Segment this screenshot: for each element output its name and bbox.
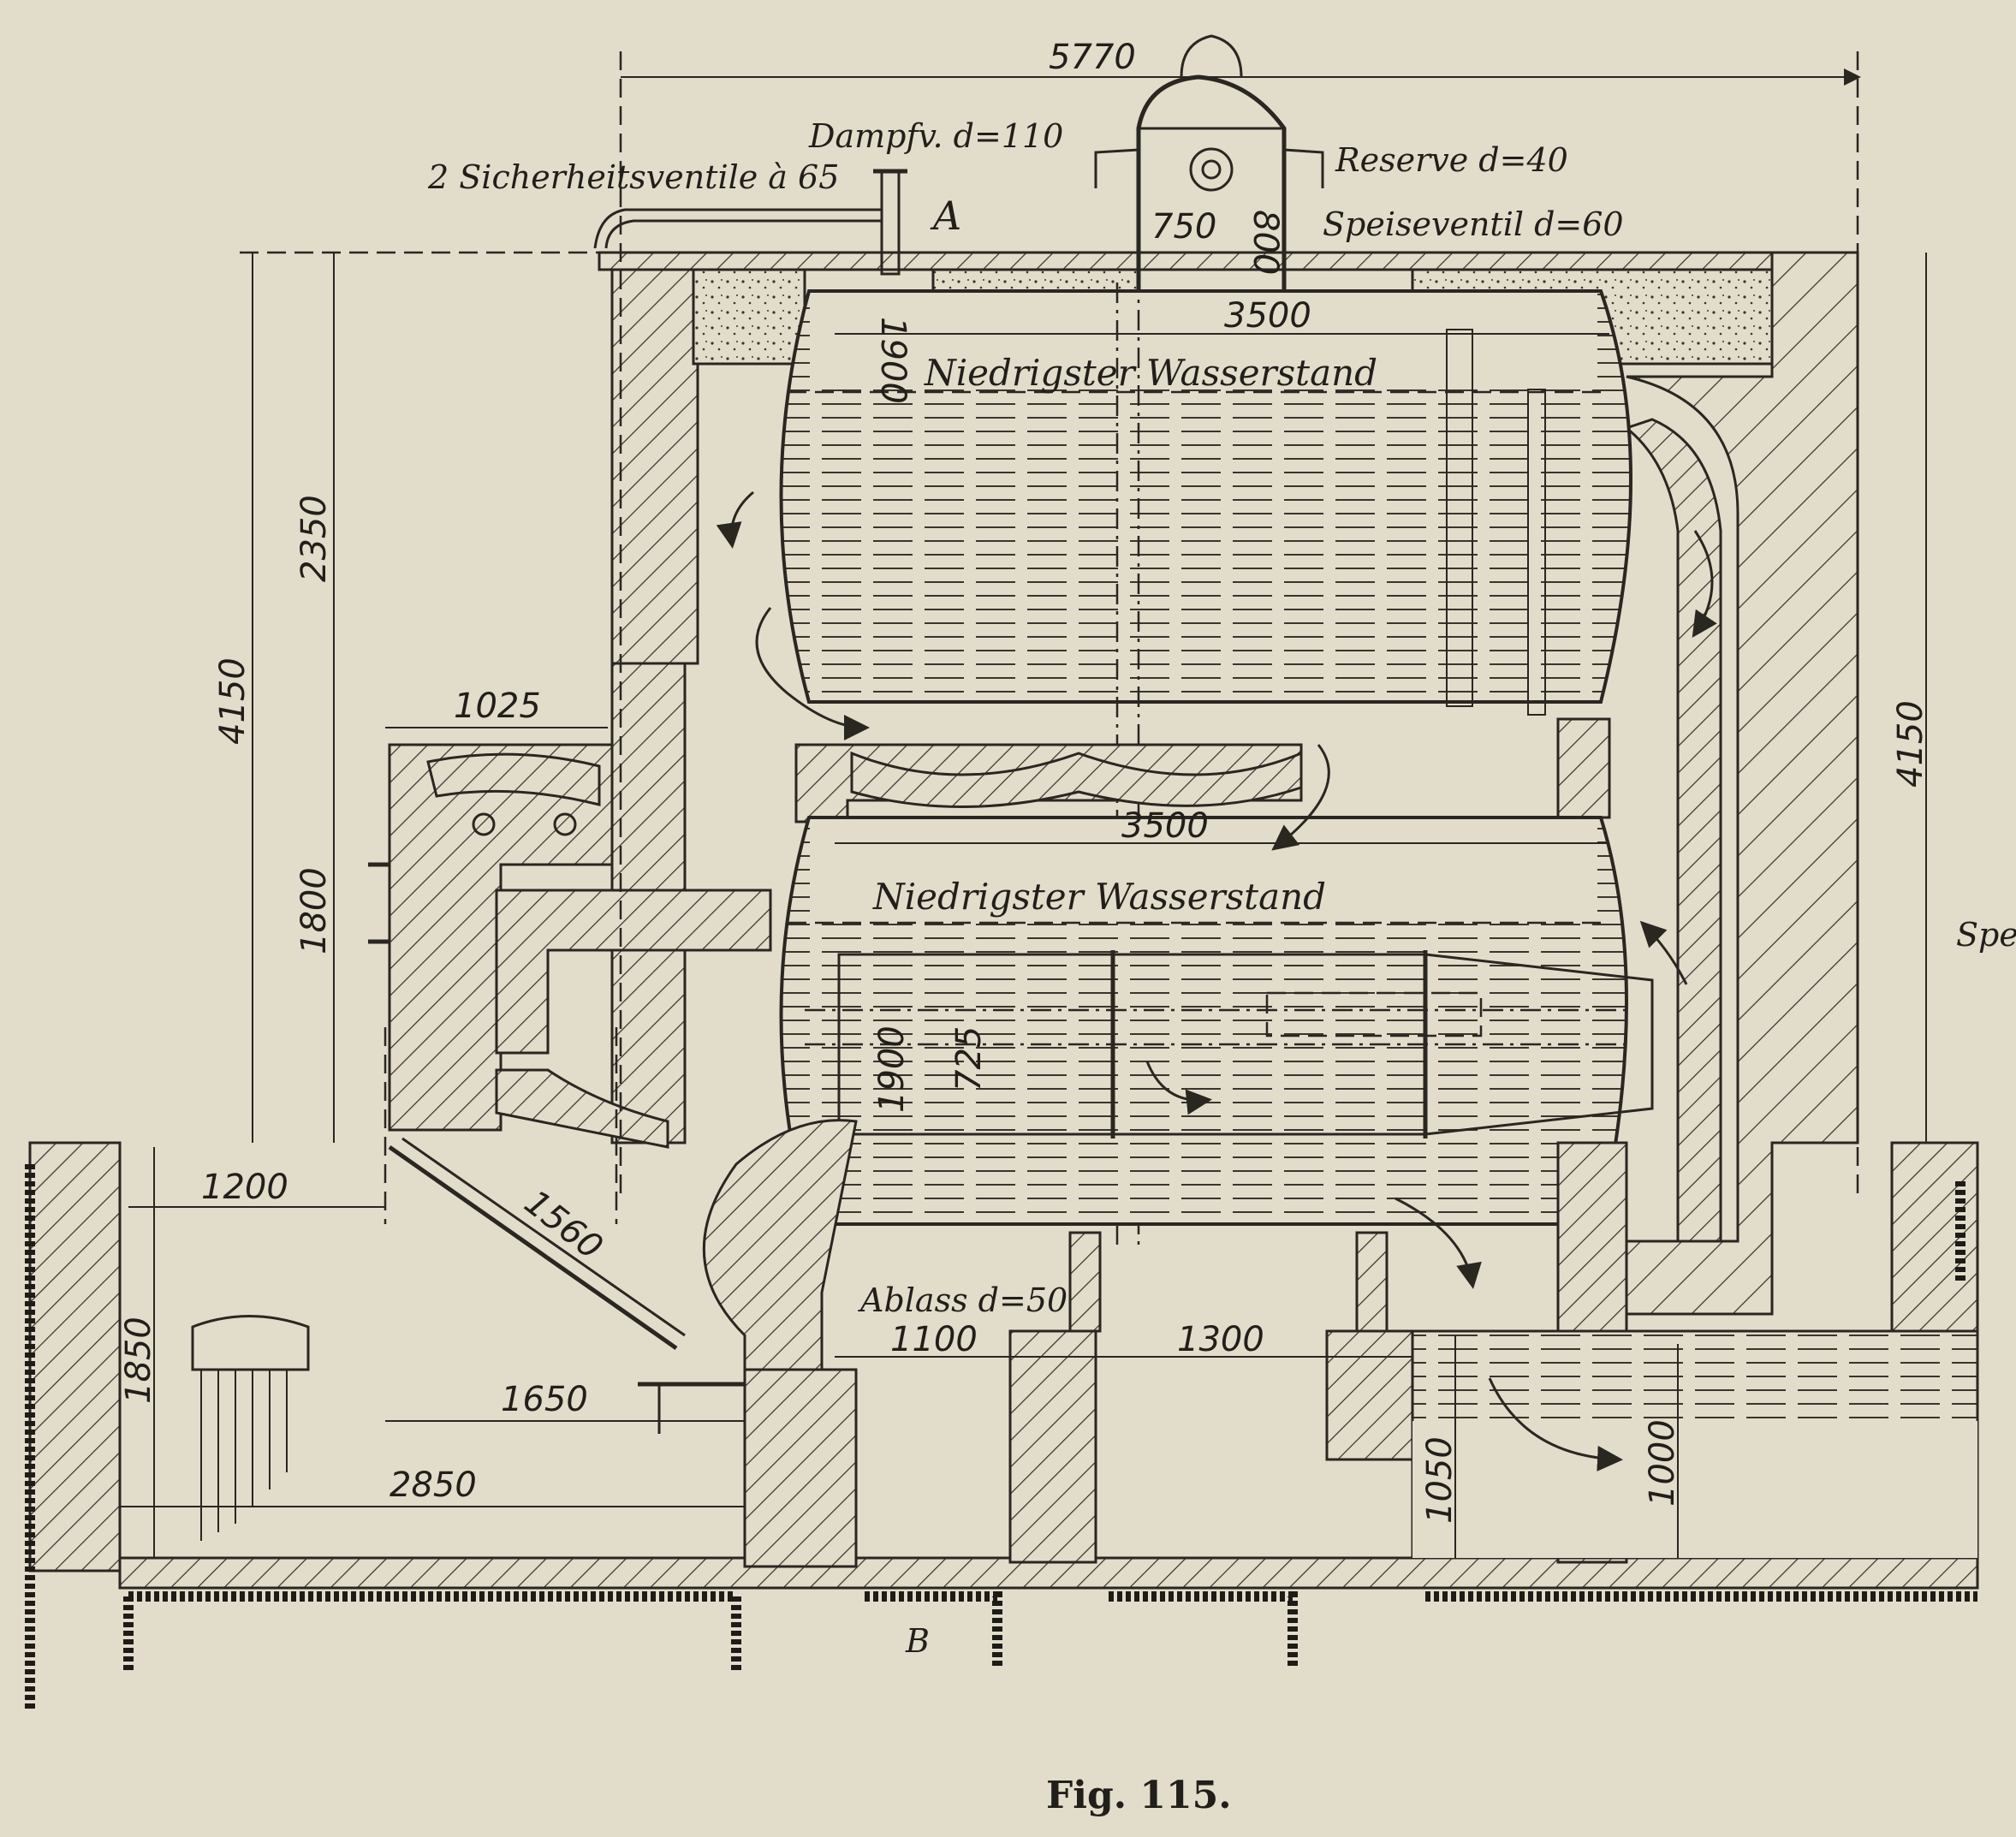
label-steam-outlet: Dampfv. d=110 — [808, 117, 1063, 155]
grate — [388, 1137, 745, 1434]
label-drain: Ablass d=50 — [858, 1281, 1067, 1319]
label-feed-partial: Spe — [1956, 916, 2016, 954]
dim-flue-channel-height-1: 1050 — [1420, 1436, 1460, 1524]
dim-basement-width: 2850 — [390, 1465, 477, 1505]
ash-door-grille — [200, 1370, 288, 1541]
upper-drum — [779, 197, 1632, 1250]
safety-valve — [593, 169, 907, 276]
dim-stoking-depth: 1650 — [501, 1380, 588, 1419]
dim-lower-drum-length: 3500 — [1121, 806, 1209, 846]
marker-a: A — [930, 193, 961, 239]
dim-basement-height: 1850 — [119, 1317, 158, 1404]
label-reserve: Reserve d=40 — [1335, 141, 1568, 179]
dim-firebox-height: 1800 — [294, 867, 334, 954]
flow-arrows — [716, 490, 1717, 1471]
dimension-lines — [120, 51, 1927, 1558]
label-lower-water-level: Niedrigster Wasserstand — [872, 876, 1326, 918]
dim-dome-width: 750 — [1151, 207, 1216, 247]
dim-support-spacing-1: 1100 — [890, 1320, 978, 1359]
figure-caption: Fig. 115. — [1046, 1774, 1232, 1817]
dim-lower-drum-diameter: 1900 — [872, 1026, 912, 1113]
dim-flue-diameter: 725 — [949, 1026, 989, 1091]
dim-upper-height: 2350 — [294, 495, 334, 582]
dim-upper-drum-diameter: 1900 — [873, 317, 913, 404]
label-upper-water-level: Niedrigster Wasserstand — [924, 352, 1377, 394]
dim-support-spacing-2: 1300 — [1177, 1320, 1264, 1359]
dim-left-total-height: 4150 — [213, 657, 253, 745]
dim-firebox-width: 1025 — [454, 687, 541, 726]
right-masonry-wall — [1599, 251, 1859, 1316]
dim-flue-channel-height-2: 1000 — [1643, 1419, 1682, 1507]
dim-ash-pit-width: 1200 — [201, 1168, 288, 1207]
label-safety-valves: 2 Sicherheitsventile à 65 — [427, 158, 839, 196]
dim-upper-drum-length: 3500 — [1224, 296, 1311, 336]
middle-baffle — [794, 717, 1611, 823]
dim-grate-length: 1560 — [517, 1183, 610, 1268]
dim-dome-height: 800 — [1246, 210, 1285, 275]
dim-overall-width: 5770 — [1049, 38, 1136, 77]
marker-b: B — [905, 1622, 930, 1660]
basement-structure — [25, 1141, 1979, 1712]
left-masonry-wall — [610, 251, 699, 1144]
dim-right-total-height: 4150 — [1891, 700, 1930, 788]
label-feed-valve: Speiseventil d=60 — [1323, 205, 1624, 243]
lower-drum — [779, 816, 1654, 1226]
